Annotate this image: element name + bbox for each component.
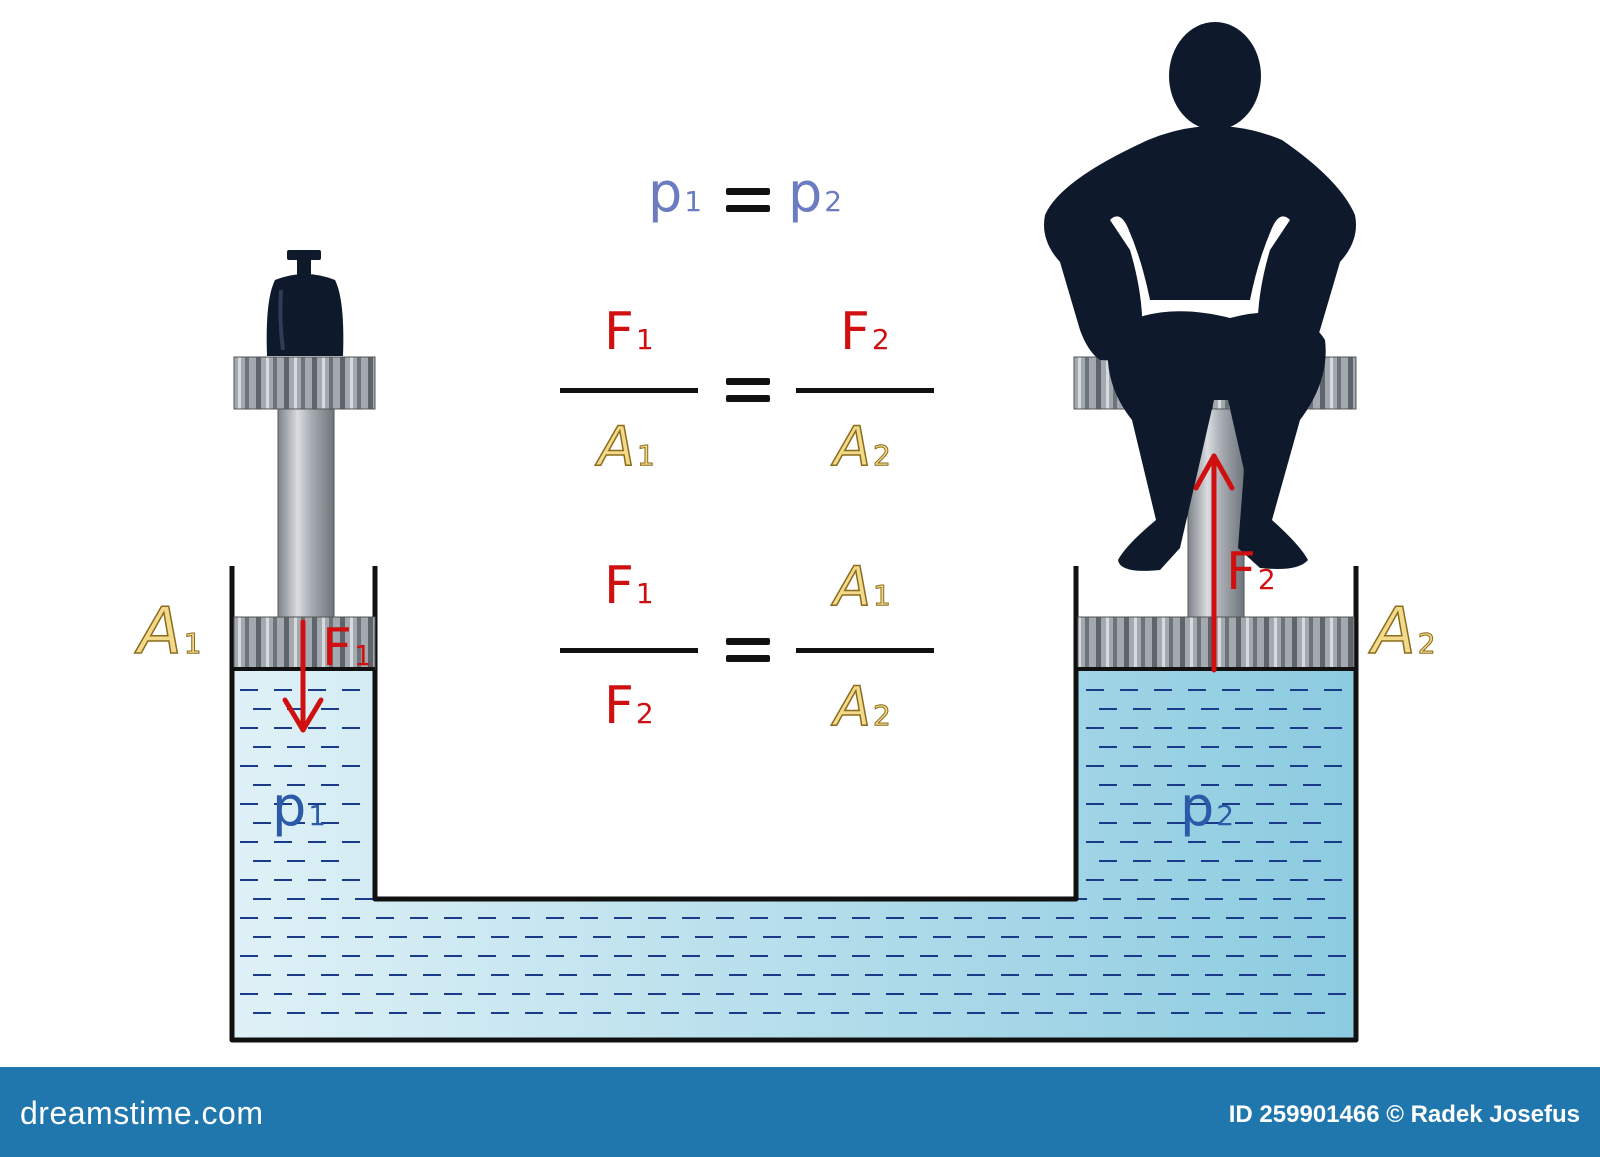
f2-arrow (1193, 453, 1235, 673)
brand-logo[interactable]: dreamstime.com (20, 1095, 264, 1131)
small-piston-rod (277, 407, 335, 619)
a2-label: A2 (1371, 595, 1436, 669)
f1-label: F1 (322, 618, 372, 678)
a1-label: A1 (137, 595, 202, 669)
person-icon (1044, 22, 1356, 571)
weight-icon (266, 250, 344, 356)
eq1-rhs-numerator: F2 (840, 302, 890, 362)
eq2-rhs-fraction-bar (796, 648, 934, 653)
f1-arrow (282, 619, 324, 733)
eq2-lhs-numerator: F1 (604, 556, 654, 616)
eq2-lhs-denominator: F2 (604, 676, 654, 736)
hydraulic-fluid (232, 670, 1354, 1038)
eq2-rhs-denominator: A2 (833, 675, 891, 738)
diagram-svg (229, 22, 1359, 1043)
eq1-equals-sign (726, 378, 770, 402)
formula-equals-sign (726, 188, 770, 212)
eq1-rhs-fraction-bar (796, 388, 934, 393)
small-piston-top-plate (233, 356, 376, 410)
eq1-lhs-fraction-bar (560, 388, 698, 393)
eq1-lhs-denominator: A1 (597, 415, 655, 478)
eq2-lhs-fraction-bar (560, 648, 698, 653)
formula-p1: p1 (648, 161, 703, 224)
eq1-lhs-numerator: F1 (604, 302, 654, 362)
stock-footer-bar: dreamstime.com ID 259901466 © Radek Jose… (0, 1067, 1600, 1157)
p1-label: p1 (272, 775, 327, 838)
f2-label: F2 (1226, 542, 1276, 602)
image-credit: ID 259901466 © Radek Josefus (1228, 1101, 1580, 1128)
p2-label: p2 (1180, 775, 1235, 838)
eq1-rhs-denominator: A2 (833, 415, 891, 478)
container-outline (229, 566, 1359, 1043)
eq2-equals-sign (726, 638, 770, 662)
formula-p2: p2 (788, 161, 843, 224)
eq2-rhs-numerator: A1 (833, 555, 891, 618)
